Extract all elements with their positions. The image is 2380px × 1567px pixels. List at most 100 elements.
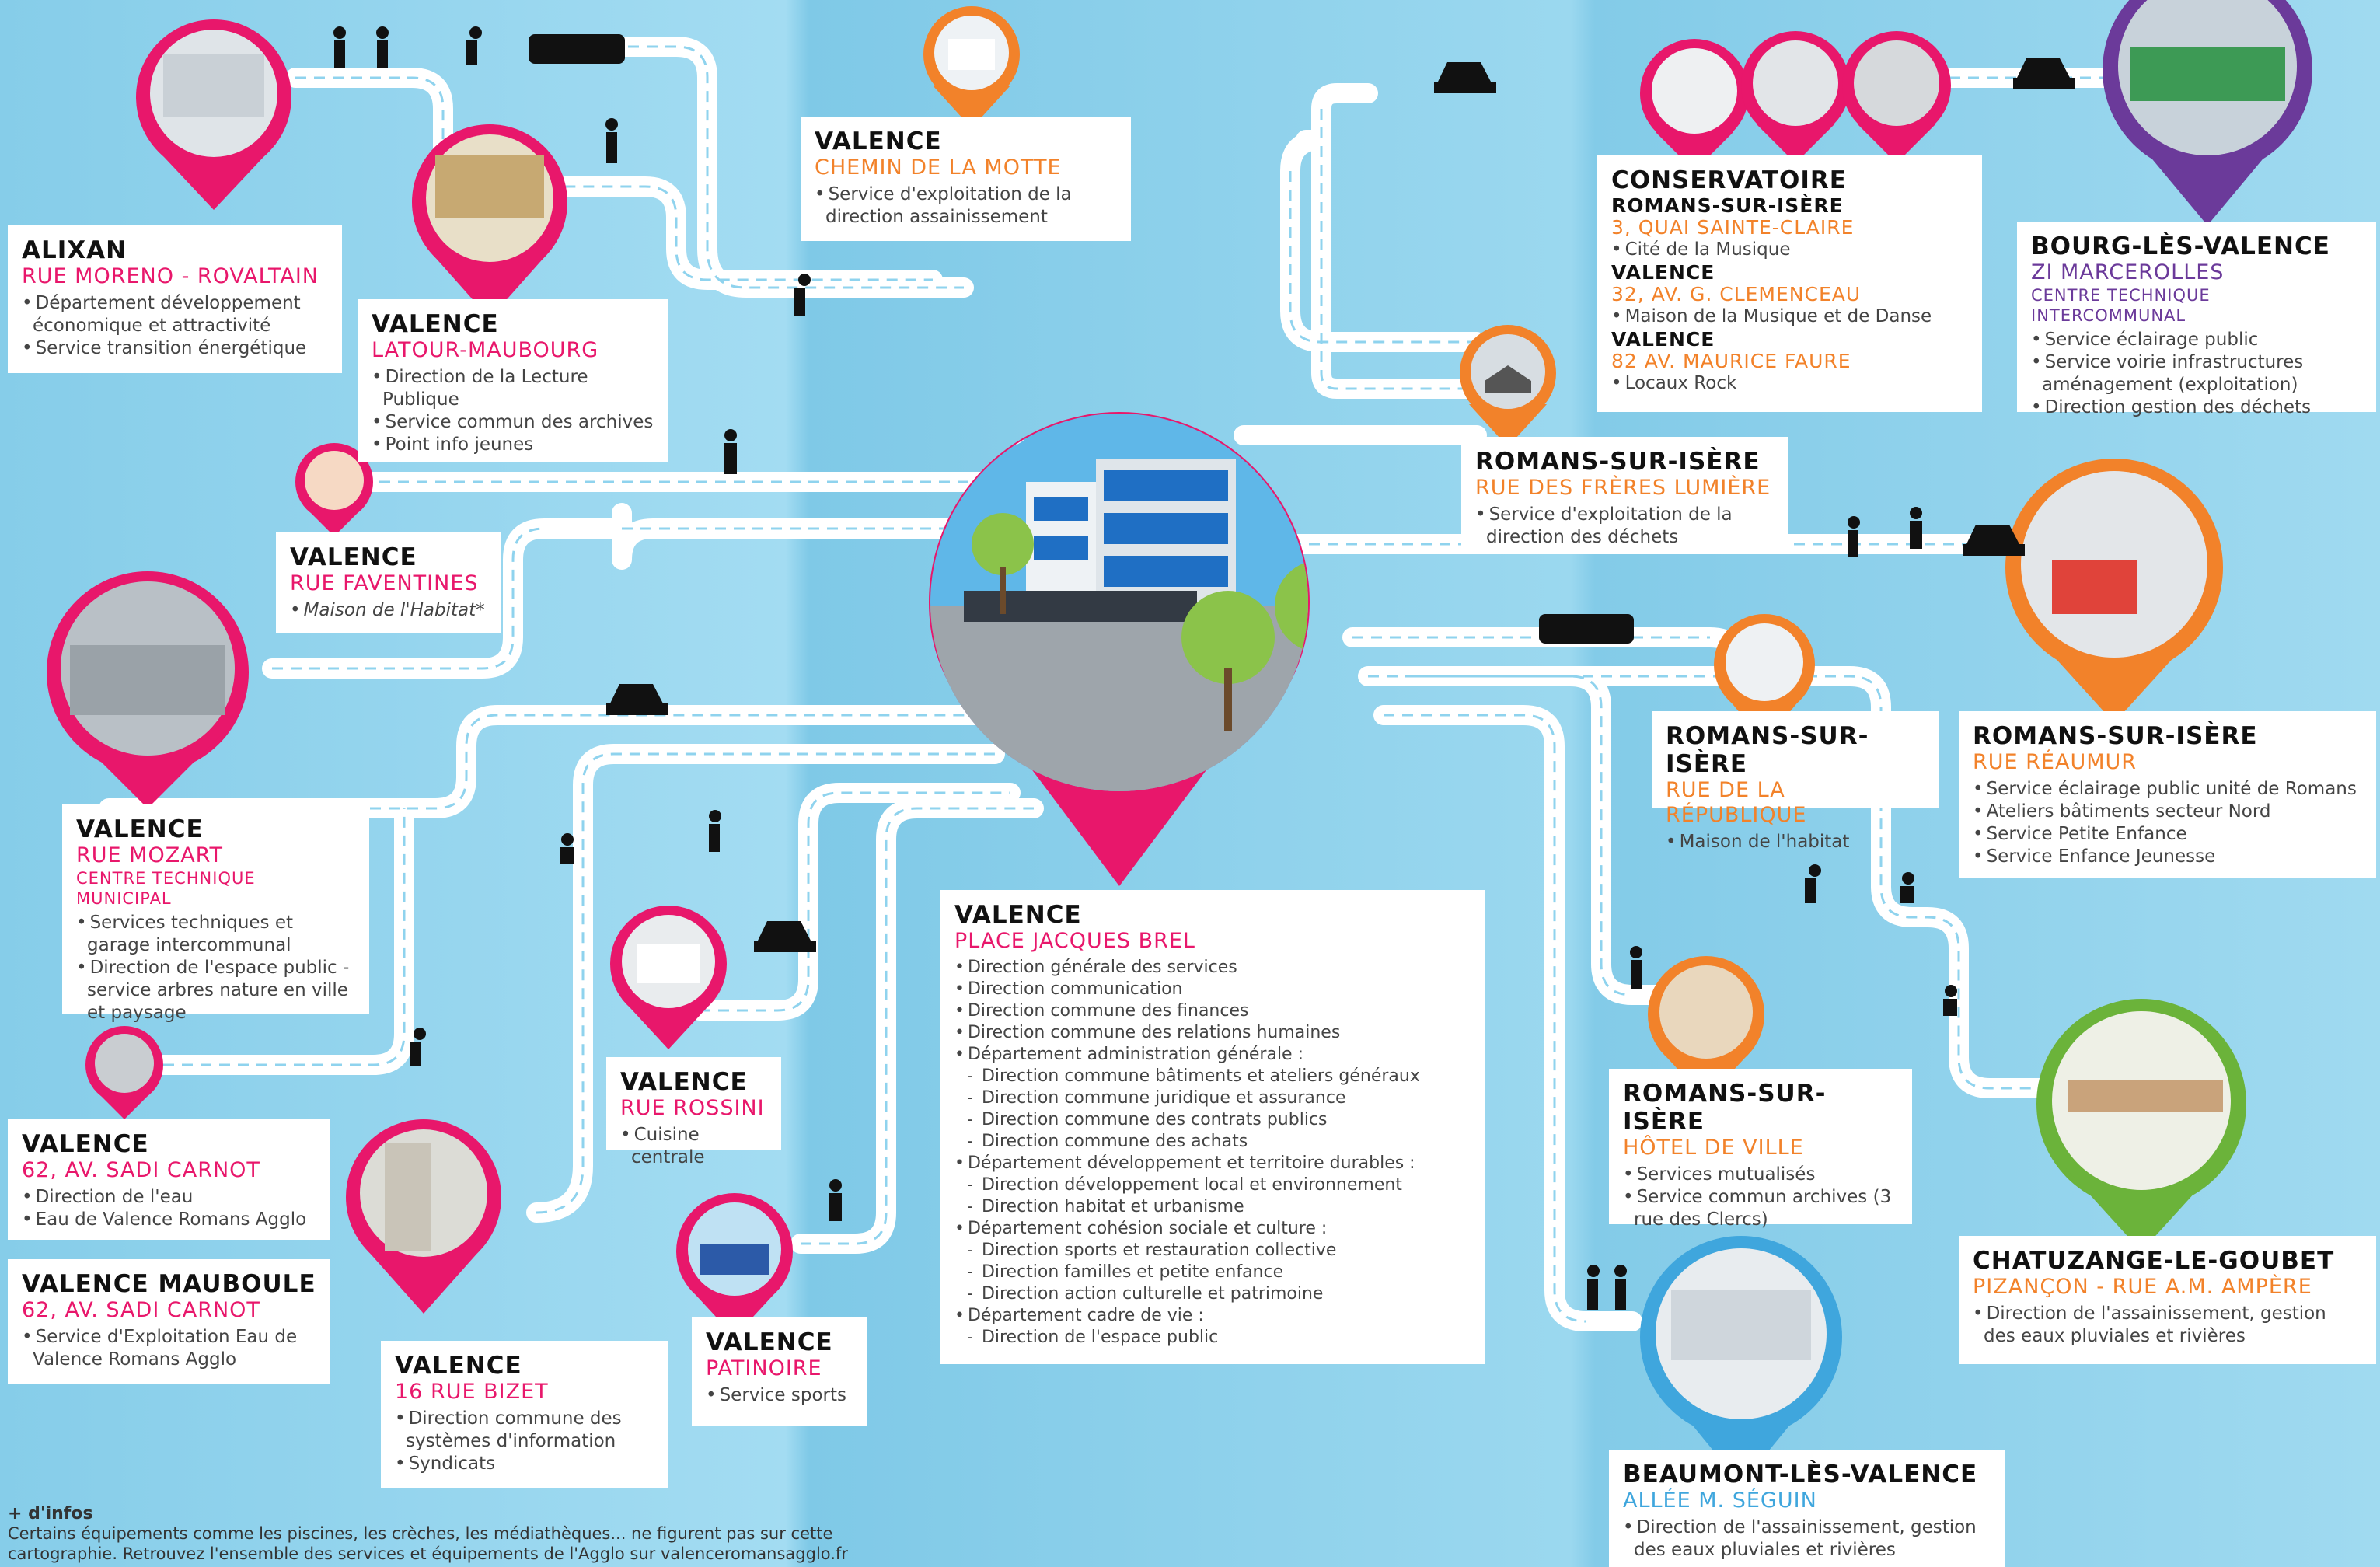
service-item: Maison de l'Habitat* bbox=[290, 599, 487, 622]
pin-rue-mozart[interactable] bbox=[47, 571, 249, 808]
address: HÔTEL DE VILLE bbox=[1623, 1136, 1804, 1160]
service-item: Service voirie infrastructures aménageme… bbox=[2031, 351, 2362, 396]
service-item: Direction commune des systèmes d'informa… bbox=[395, 1408, 654, 1453]
address: PLACE JACQUES BREL bbox=[954, 929, 1195, 953]
service-item: Ateliers bâtiments secteur Nord bbox=[1973, 801, 2362, 823]
sub-city: VALENCE bbox=[1611, 261, 1715, 284]
car-icon-5 bbox=[1963, 525, 2025, 556]
pin-conservatoire-2[interactable] bbox=[1741, 31, 1850, 163]
service-item: Service éclairage public unité de Romans bbox=[1973, 778, 2362, 801]
pin-chatuzange[interactable] bbox=[2036, 999, 2246, 1251]
pin-chemin-de-la-motte[interactable] bbox=[923, 6, 1020, 128]
runner-icon-2 bbox=[798, 274, 811, 286]
card-rue-faventines: VALENCE RUE FAVENTINES Maison de l'Habit… bbox=[276, 532, 501, 633]
pin-rue-bizet[interactable] bbox=[346, 1119, 501, 1314]
address: 16 RUE BIZET bbox=[395, 1380, 549, 1404]
more-info-text: Certains équipements comme les piscines,… bbox=[8, 1524, 848, 1563]
service-item: Direction sports et restauration collect… bbox=[954, 1240, 1471, 1262]
service-item: Direction commune des finances bbox=[954, 1000, 1471, 1022]
service-item: Cuisine centrale bbox=[620, 1124, 767, 1169]
pin-rue-rossini[interactable] bbox=[610, 906, 727, 1049]
card-conservatoire: CONSERVATOIRE ROMANS-SUR-ISÈRE 3, QUAI S… bbox=[1597, 155, 1982, 412]
card-rue-mozart: VALENCE RUE MOZART CENTRE TECHNIQUE MUNI… bbox=[62, 804, 369, 1023]
address: ALLÉE M. SÉGUIN bbox=[1623, 1488, 1817, 1513]
pin-conservatoire-1[interactable] bbox=[1640, 39, 1749, 171]
cyclist-icon-2 bbox=[1902, 872, 1914, 885]
service-item: Service transition énergétique bbox=[22, 337, 328, 360]
service-list: Direction générale des servicesDirection… bbox=[954, 957, 1471, 1349]
walker-icon-1 bbox=[333, 26, 346, 39]
card-freres-lumiere: ROMANS-SUR-ISÈRE RUE DES FRÈRES LUMIÈRE … bbox=[1461, 437, 1788, 553]
sub-city: ROMANS-SUR-ISÈRE bbox=[1611, 194, 1844, 217]
pin-bourg-les-valence[interactable] bbox=[2103, 0, 2312, 225]
pin-sadi-carnot[interactable] bbox=[85, 1026, 163, 1119]
people bbox=[333, 26, 1957, 1310]
service-item: Direction de la Lecture Publique bbox=[372, 366, 654, 411]
walker-icon-5 bbox=[1630, 946, 1642, 958]
card-rue-rossini: VALENCE RUE ROSSINI Cuisine centrale bbox=[606, 1057, 781, 1167]
service-item: Direction de l'assainissement, gestion d… bbox=[1973, 1303, 2362, 1348]
car-icon-4 bbox=[754, 921, 816, 952]
pin-conservatoire-3[interactable] bbox=[1842, 31, 1951, 163]
city-name: CONSERVATOIRE bbox=[1611, 166, 1847, 194]
city-name: VALENCE bbox=[954, 901, 1082, 929]
service-item: Direction développement local et environ… bbox=[954, 1174, 1471, 1196]
more-info-footnote: + d'infos Certains équipements comme les… bbox=[8, 1504, 902, 1564]
car-icon-1 bbox=[1434, 62, 1496, 93]
stroller-icon bbox=[709, 810, 721, 822]
service-item: Service d'exploitation de la direction d… bbox=[1475, 504, 1774, 549]
service-item: Service commun des archives bbox=[372, 411, 654, 434]
pin-freres-lumiere[interactable] bbox=[1460, 325, 1556, 447]
service-item: Service d'exploitation de la direction a… bbox=[815, 183, 1117, 229]
service-item: Direction de l'espace public - service a… bbox=[76, 957, 355, 1024]
pin-alixan[interactable] bbox=[136, 19, 291, 210]
pin-beaumont[interactable] bbox=[1640, 1236, 1842, 1485]
address: CHEMIN DE LA MOTTE bbox=[815, 155, 1062, 180]
city-name: VALENCE MAUBOULE bbox=[22, 1270, 316, 1298]
city-name: BEAUMONT-LÈS-VALENCE bbox=[1623, 1461, 1978, 1488]
address: RUE MOZART bbox=[76, 843, 223, 867]
card-beaumont: BEAUMONT-LÈS-VALENCE ALLÉE M. SÉGUIN Dir… bbox=[1609, 1450, 2005, 1567]
service-item: Direction commune juridique et assurance bbox=[954, 1087, 1471, 1109]
address: RUE MORENO - ROVALTAIN bbox=[22, 264, 319, 288]
city-name: VALENCE bbox=[22, 1130, 149, 1158]
walkers-icon-6 bbox=[1587, 1265, 1600, 1277]
bus-icon-1 bbox=[529, 34, 625, 64]
city-name: ROMANS-SUR-ISÈRE bbox=[1623, 1080, 1827, 1136]
address: 82 AV. MAURICE FAURE bbox=[1611, 350, 1851, 372]
runner-icon-1 bbox=[469, 26, 482, 39]
city-name: VALENCE bbox=[290, 543, 417, 571]
service-item: Cité de la Musique bbox=[1611, 239, 1968, 261]
pin-rue-reaumur[interactable] bbox=[2005, 459, 2223, 723]
headquarters-illustration bbox=[930, 414, 1308, 791]
service-item: Direction commune bâtiments et ateliers … bbox=[954, 1066, 1471, 1087]
address: ZI MARCEROLLES bbox=[2031, 260, 2225, 284]
pin-latour-maubourg[interactable] bbox=[412, 124, 567, 319]
service-item: Point info jeunes bbox=[372, 434, 654, 456]
pin-rue-faventines[interactable] bbox=[295, 443, 373, 536]
service-item: Département administration générale : bbox=[954, 1044, 1471, 1066]
card-place-jacques-brel: VALENCE PLACE JACQUES BREL Direction gén… bbox=[940, 890, 1485, 1364]
service-item: Locaux Rock bbox=[1611, 372, 1968, 395]
service-item: Département développement économique et … bbox=[22, 292, 328, 337]
service-item: Service Petite Enfance bbox=[1973, 823, 2362, 846]
pin-patinoire[interactable] bbox=[676, 1193, 793, 1337]
sub-address: CENTRE TECHNIQUE MUNICIPAL bbox=[76, 869, 256, 908]
address: 32, AV. G. CLEMENCEAU bbox=[1611, 283, 1862, 305]
stroller-icon-2 bbox=[1848, 516, 1860, 529]
car-icon-2 bbox=[2013, 58, 2075, 89]
sub-address: CENTRE TECHNIQUE INTERCOMMUNAL bbox=[2031, 286, 2211, 325]
bus-icon-2 bbox=[1539, 614, 1634, 644]
vehicles bbox=[529, 34, 2075, 952]
address: RUE RÉAUMUR bbox=[1973, 750, 2137, 774]
service-item: Service sports bbox=[706, 1384, 853, 1407]
service-item: Direction communication bbox=[954, 979, 1471, 1000]
service-item: Maison de la Musique et de Danse bbox=[1611, 305, 1968, 328]
address: PIZANÇON - RUE A.M. AMPÈRE bbox=[1973, 1275, 2312, 1299]
card-sadi-carnot: VALENCE 62, AV. SADI CARNOT Direction de… bbox=[8, 1119, 330, 1240]
service-item: Direction générale des services bbox=[954, 957, 1471, 979]
city-name: ROMANS-SUR-ISÈRE bbox=[1973, 722, 2258, 750]
city-name: VALENCE bbox=[706, 1328, 833, 1356]
service-item: Services mutualisés bbox=[1623, 1164, 1898, 1186]
